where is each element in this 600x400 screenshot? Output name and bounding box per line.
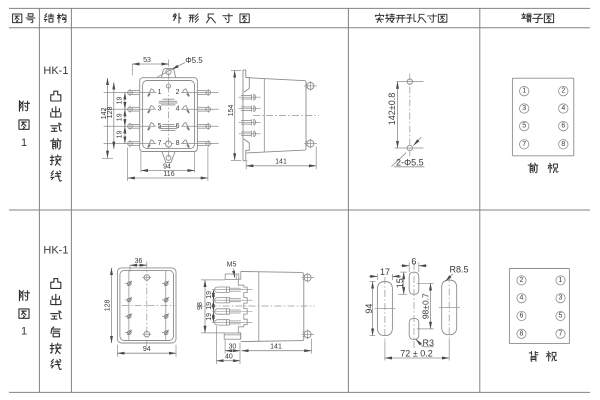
svg-text:8: 8 <box>561 141 565 148</box>
svg-text:141: 141 <box>275 158 287 165</box>
svg-text:94: 94 <box>364 304 374 314</box>
svg-text:1: 1 <box>21 137 27 149</box>
svg-text:7: 7 <box>522 141 526 148</box>
svg-text:6: 6 <box>561 123 565 130</box>
svg-text:19: 19 <box>117 113 124 121</box>
svg-text:98±0.7: 98±0.7 <box>420 293 430 319</box>
svg-text:4: 4 <box>561 105 565 112</box>
svg-text:2: 2 <box>520 277 524 284</box>
svg-text:4: 4 <box>176 106 180 113</box>
svg-text:4: 4 <box>520 295 524 302</box>
svg-text:53: 53 <box>143 57 151 64</box>
svg-text:7: 7 <box>559 330 563 337</box>
svg-text:3: 3 <box>522 105 526 112</box>
svg-text:3: 3 <box>559 295 563 302</box>
svg-text:HK-1: HK-1 <box>43 244 68 256</box>
svg-text:19: 19 <box>117 131 124 139</box>
svg-text:2-Φ5.5: 2-Φ5.5 <box>396 158 424 168</box>
svg-text:8: 8 <box>176 140 180 147</box>
svg-text:128: 128 <box>105 299 112 311</box>
svg-text:19: 19 <box>206 302 213 310</box>
svg-text:7: 7 <box>158 140 162 147</box>
svg-text:128: 128 <box>107 107 114 119</box>
svg-text:1: 1 <box>559 277 563 284</box>
svg-text:HK-1: HK-1 <box>43 65 68 77</box>
svg-text:40: 40 <box>225 353 233 360</box>
svg-text:30: 30 <box>229 343 237 350</box>
svg-text:2: 2 <box>561 88 565 95</box>
svg-text:5: 5 <box>522 123 526 130</box>
svg-text:Φ5.5: Φ5.5 <box>185 56 203 65</box>
svg-text:142±0.8: 142±0.8 <box>387 93 397 125</box>
svg-text:142: 142 <box>101 107 108 119</box>
svg-text:19: 19 <box>206 313 213 321</box>
svg-text:1: 1 <box>522 88 526 95</box>
svg-text:1: 1 <box>21 326 27 338</box>
svg-text:154: 154 <box>228 104 235 116</box>
svg-text:17: 17 <box>380 267 390 277</box>
svg-text:19: 19 <box>206 291 213 299</box>
svg-text:1: 1 <box>158 89 162 96</box>
svg-text:2: 2 <box>176 89 180 96</box>
svg-text:5: 5 <box>559 313 563 320</box>
svg-text:36: 36 <box>135 258 143 265</box>
svg-text:R3: R3 <box>423 338 435 348</box>
svg-text:6: 6 <box>411 257 416 267</box>
svg-text:8: 8 <box>520 330 524 337</box>
svg-text:M5: M5 <box>227 262 237 269</box>
svg-text:R8.5: R8.5 <box>449 265 468 275</box>
svg-text:19: 19 <box>117 97 124 105</box>
svg-text:94: 94 <box>163 163 171 170</box>
svg-text:94: 94 <box>143 346 151 353</box>
svg-text:72 ± 0.2: 72 ± 0.2 <box>400 348 432 358</box>
svg-text:116: 116 <box>163 171 174 178</box>
svg-text:3: 3 <box>158 106 162 113</box>
svg-text:15: 15 <box>395 278 405 288</box>
svg-text:6: 6 <box>176 123 180 130</box>
svg-text:98: 98 <box>197 302 204 310</box>
svg-text:141: 141 <box>270 343 282 350</box>
svg-text:6: 6 <box>520 313 524 320</box>
